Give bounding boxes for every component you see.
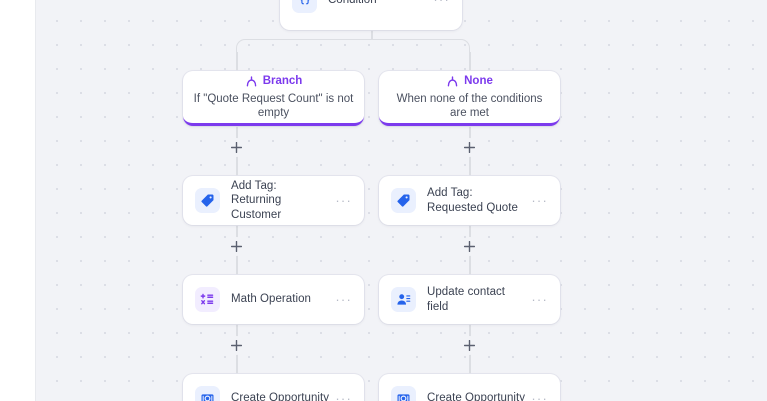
add-step-button-right-3[interactable]	[460, 335, 479, 355]
node-branch-left[interactable]: Branch If "Quote Request Count" is not e…	[183, 71, 364, 126]
node-condition[interactable]: Condition ···	[280, 0, 462, 30]
tag-icon	[195, 188, 220, 213]
branch-right-title: None	[464, 75, 493, 87]
money-glyph	[397, 394, 410, 401]
node-add-tag-returning-customer[interactable]: Add Tag: Returning Customer ···	[183, 176, 364, 225]
node-menu[interactable]: ···	[531, 291, 548, 307]
math-operation-glyph	[200, 293, 214, 305]
connector-to-branch-left	[236, 52, 238, 72]
branch-left-subtitle: If "Quote Request Count" is not empty	[193, 92, 354, 119]
connector-to-branch-right	[469, 52, 471, 72]
branch-left-title: Branch	[262, 75, 303, 87]
node-update-contact-field[interactable]: Update contact field ···	[379, 275, 560, 324]
tag-glyph	[201, 194, 214, 207]
node-create-opportunity-right[interactable]: Create Opportunity ···	[379, 374, 560, 401]
node-add-tag-requested-quote[interactable]: Add Tag: Requested Quote ···	[379, 176, 560, 225]
node-create-opportunity-left[interactable]: Create Opportunity ···	[183, 374, 364, 401]
money-glyph	[201, 394, 214, 401]
node-label: Update contact field	[427, 286, 506, 313]
node-label: Math Operation	[231, 293, 311, 306]
add-step-button-right-1[interactable]	[460, 137, 479, 157]
branch-left-header: Branch	[245, 75, 303, 88]
contact-glyph	[397, 294, 411, 305]
plus-icon	[231, 339, 242, 351]
plus-icon	[231, 240, 242, 252]
opportunity-money-icon	[391, 386, 416, 401]
math-operation-icon	[195, 287, 220, 312]
add-step-button-left-3[interactable]	[227, 335, 246, 355]
node-math-operation[interactable]: Math Operation ···	[183, 275, 364, 324]
tag-glyph	[397, 194, 410, 207]
node-label: Create Opportunity	[427, 392, 526, 401]
branch-split-icon	[246, 75, 256, 86]
branch-split-icon	[447, 75, 458, 86]
add-step-button-left-1[interactable]	[227, 137, 246, 157]
node-menu[interactable]: ···	[335, 390, 352, 401]
node-label: Add Tag: Returning Customer	[231, 179, 282, 221]
tag-icon	[391, 188, 416, 213]
opportunity-money-icon	[195, 386, 220, 401]
node-condition-menu[interactable]: ···	[427, 0, 450, 6]
node-branch-right[interactable]: None When none of the conditions are met	[379, 71, 560, 126]
node-menu[interactable]: ···	[531, 390, 548, 401]
contact-field-icon	[391, 287, 416, 312]
plus-icon	[464, 141, 475, 153]
node-condition-label: Condition	[328, 0, 377, 6]
add-step-button-right-2[interactable]	[460, 236, 479, 256]
connector-split-left	[236, 39, 372, 53]
curly-braces-glyph	[299, 0, 310, 5]
add-step-button-left-2[interactable]	[227, 236, 246, 256]
node-menu[interactable]: ···	[531, 192, 548, 208]
plus-icon	[231, 141, 242, 153]
curly-braces-icon	[292, 0, 317, 13]
plus-icon	[464, 339, 475, 351]
plus-icon	[464, 240, 475, 252]
node-label: Create Opportunity	[231, 392, 330, 401]
node-label: Add Tag: Requested Quote	[427, 187, 518, 214]
branch-right-header: None	[446, 75, 493, 88]
connector-split-right	[371, 39, 470, 53]
flow-canvas[interactable]: Condition ··· Branch If "Quote Request C…	[36, 0, 767, 401]
left-rail	[0, 0, 36, 401]
node-menu[interactable]: ···	[335, 291, 352, 307]
node-menu[interactable]: ···	[335, 192, 352, 208]
branch-right-subtitle: When none of the conditions are met	[396, 92, 543, 119]
